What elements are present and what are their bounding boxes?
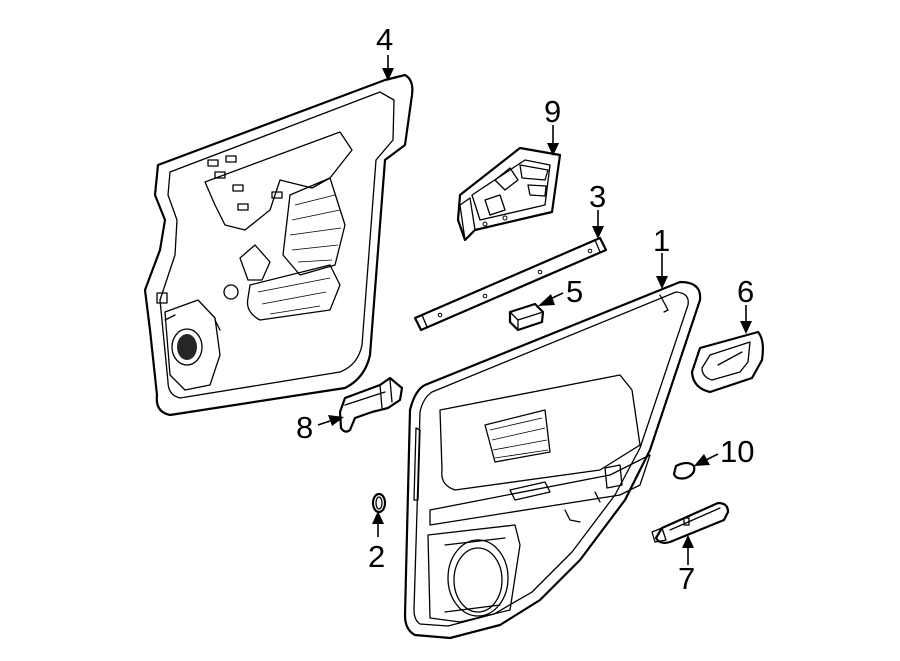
- part-6-handle-bezel: [690, 330, 764, 394]
- callout-6: 6: [737, 274, 754, 309]
- callout-4: 4: [376, 22, 393, 57]
- part-1-door-trim-panel: [403, 280, 702, 640]
- callout-9: 9: [544, 94, 561, 129]
- callout-8: 8: [296, 410, 313, 445]
- part-5-switch: [508, 302, 545, 332]
- part-4-water-deflector: [143, 73, 414, 417]
- callout-leaders: [317, 55, 752, 565]
- part-9-armrest-bracket: [456, 146, 562, 242]
- callout-2: 2: [368, 539, 385, 574]
- callout-7: 7: [678, 561, 695, 596]
- callout-10: 10: [720, 434, 754, 469]
- part-3-window-sealing-strip: [413, 236, 608, 332]
- part-2-grommet: [371, 492, 387, 514]
- callout-3: 3: [589, 179, 606, 214]
- callout-1: 1: [653, 223, 670, 258]
- callout-5: 5: [566, 274, 583, 309]
- callout-labels: 4 9 3 1 5 6 8 10 2 7: [296, 22, 754, 596]
- part-8-bracket: [338, 376, 404, 433]
- part-10-cap: [672, 461, 696, 480]
- part-7-pull-handle: [651, 501, 730, 544]
